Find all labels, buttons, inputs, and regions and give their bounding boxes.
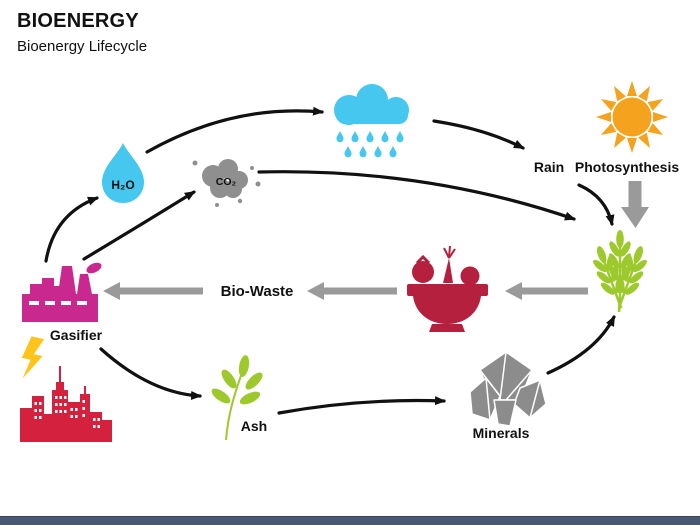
- left-block-arrow-icon: [505, 282, 588, 300]
- cycle-flow-arrows: [44, 106, 616, 415]
- co2-cloud-icon: CO₂: [192, 159, 261, 207]
- photosynthesis-label: Photosynthesis: [575, 159, 679, 175]
- factory-icon: [22, 262, 102, 322]
- food-bowl-icon: [407, 245, 488, 332]
- rain-label: Rain: [534, 159, 564, 175]
- arrow-minerals-to-crops: [546, 315, 616, 375]
- wheat-icon: [584, 228, 656, 315]
- arrow-gasifier-to-co2: [82, 190, 196, 261]
- down-block-arrow-icon: [621, 181, 649, 228]
- sun-icon: [596, 81, 668, 153]
- ash-label: Ash: [241, 418, 267, 434]
- left-block-arrow-icon: [307, 282, 397, 300]
- lightning-icon: [21, 336, 45, 379]
- biowaste-flow-arrows: [103, 181, 649, 300]
- left-block-arrow-icon: [103, 282, 203, 300]
- footer-bar: [0, 516, 700, 525]
- water-drop-icon: H₂O: [102, 143, 144, 203]
- arrow-gasifier-to-h2o: [44, 196, 99, 263]
- arrow-cloud-to-rain: [432, 119, 525, 150]
- minerals-icon: [469, 351, 547, 427]
- rain-cloud-icon: [334, 84, 409, 158]
- h2o-label: H₂O: [111, 178, 134, 192]
- arrow-gasifier-to-ash: [99, 347, 202, 400]
- page-subtitle: Bioenergy Lifecycle: [17, 38, 148, 55]
- bio-waste-label: Bio-Waste: [221, 283, 294, 300]
- arrow-co2-to-crops: [257, 170, 576, 221]
- arrow-rain-to-crops: [577, 183, 615, 226]
- co2-label: CO₂: [216, 176, 237, 188]
- arrow-ash-to-minerals: [277, 396, 446, 415]
- minerals-label: Minerals: [473, 425, 530, 441]
- arrow-h2o-to-cloud: [145, 106, 324, 154]
- gasifier-label: Gasifier: [50, 327, 103, 343]
- leaf-icon: [211, 355, 263, 441]
- city-icon: [20, 366, 112, 442]
- page-title: BIOENERGY: [17, 10, 139, 32]
